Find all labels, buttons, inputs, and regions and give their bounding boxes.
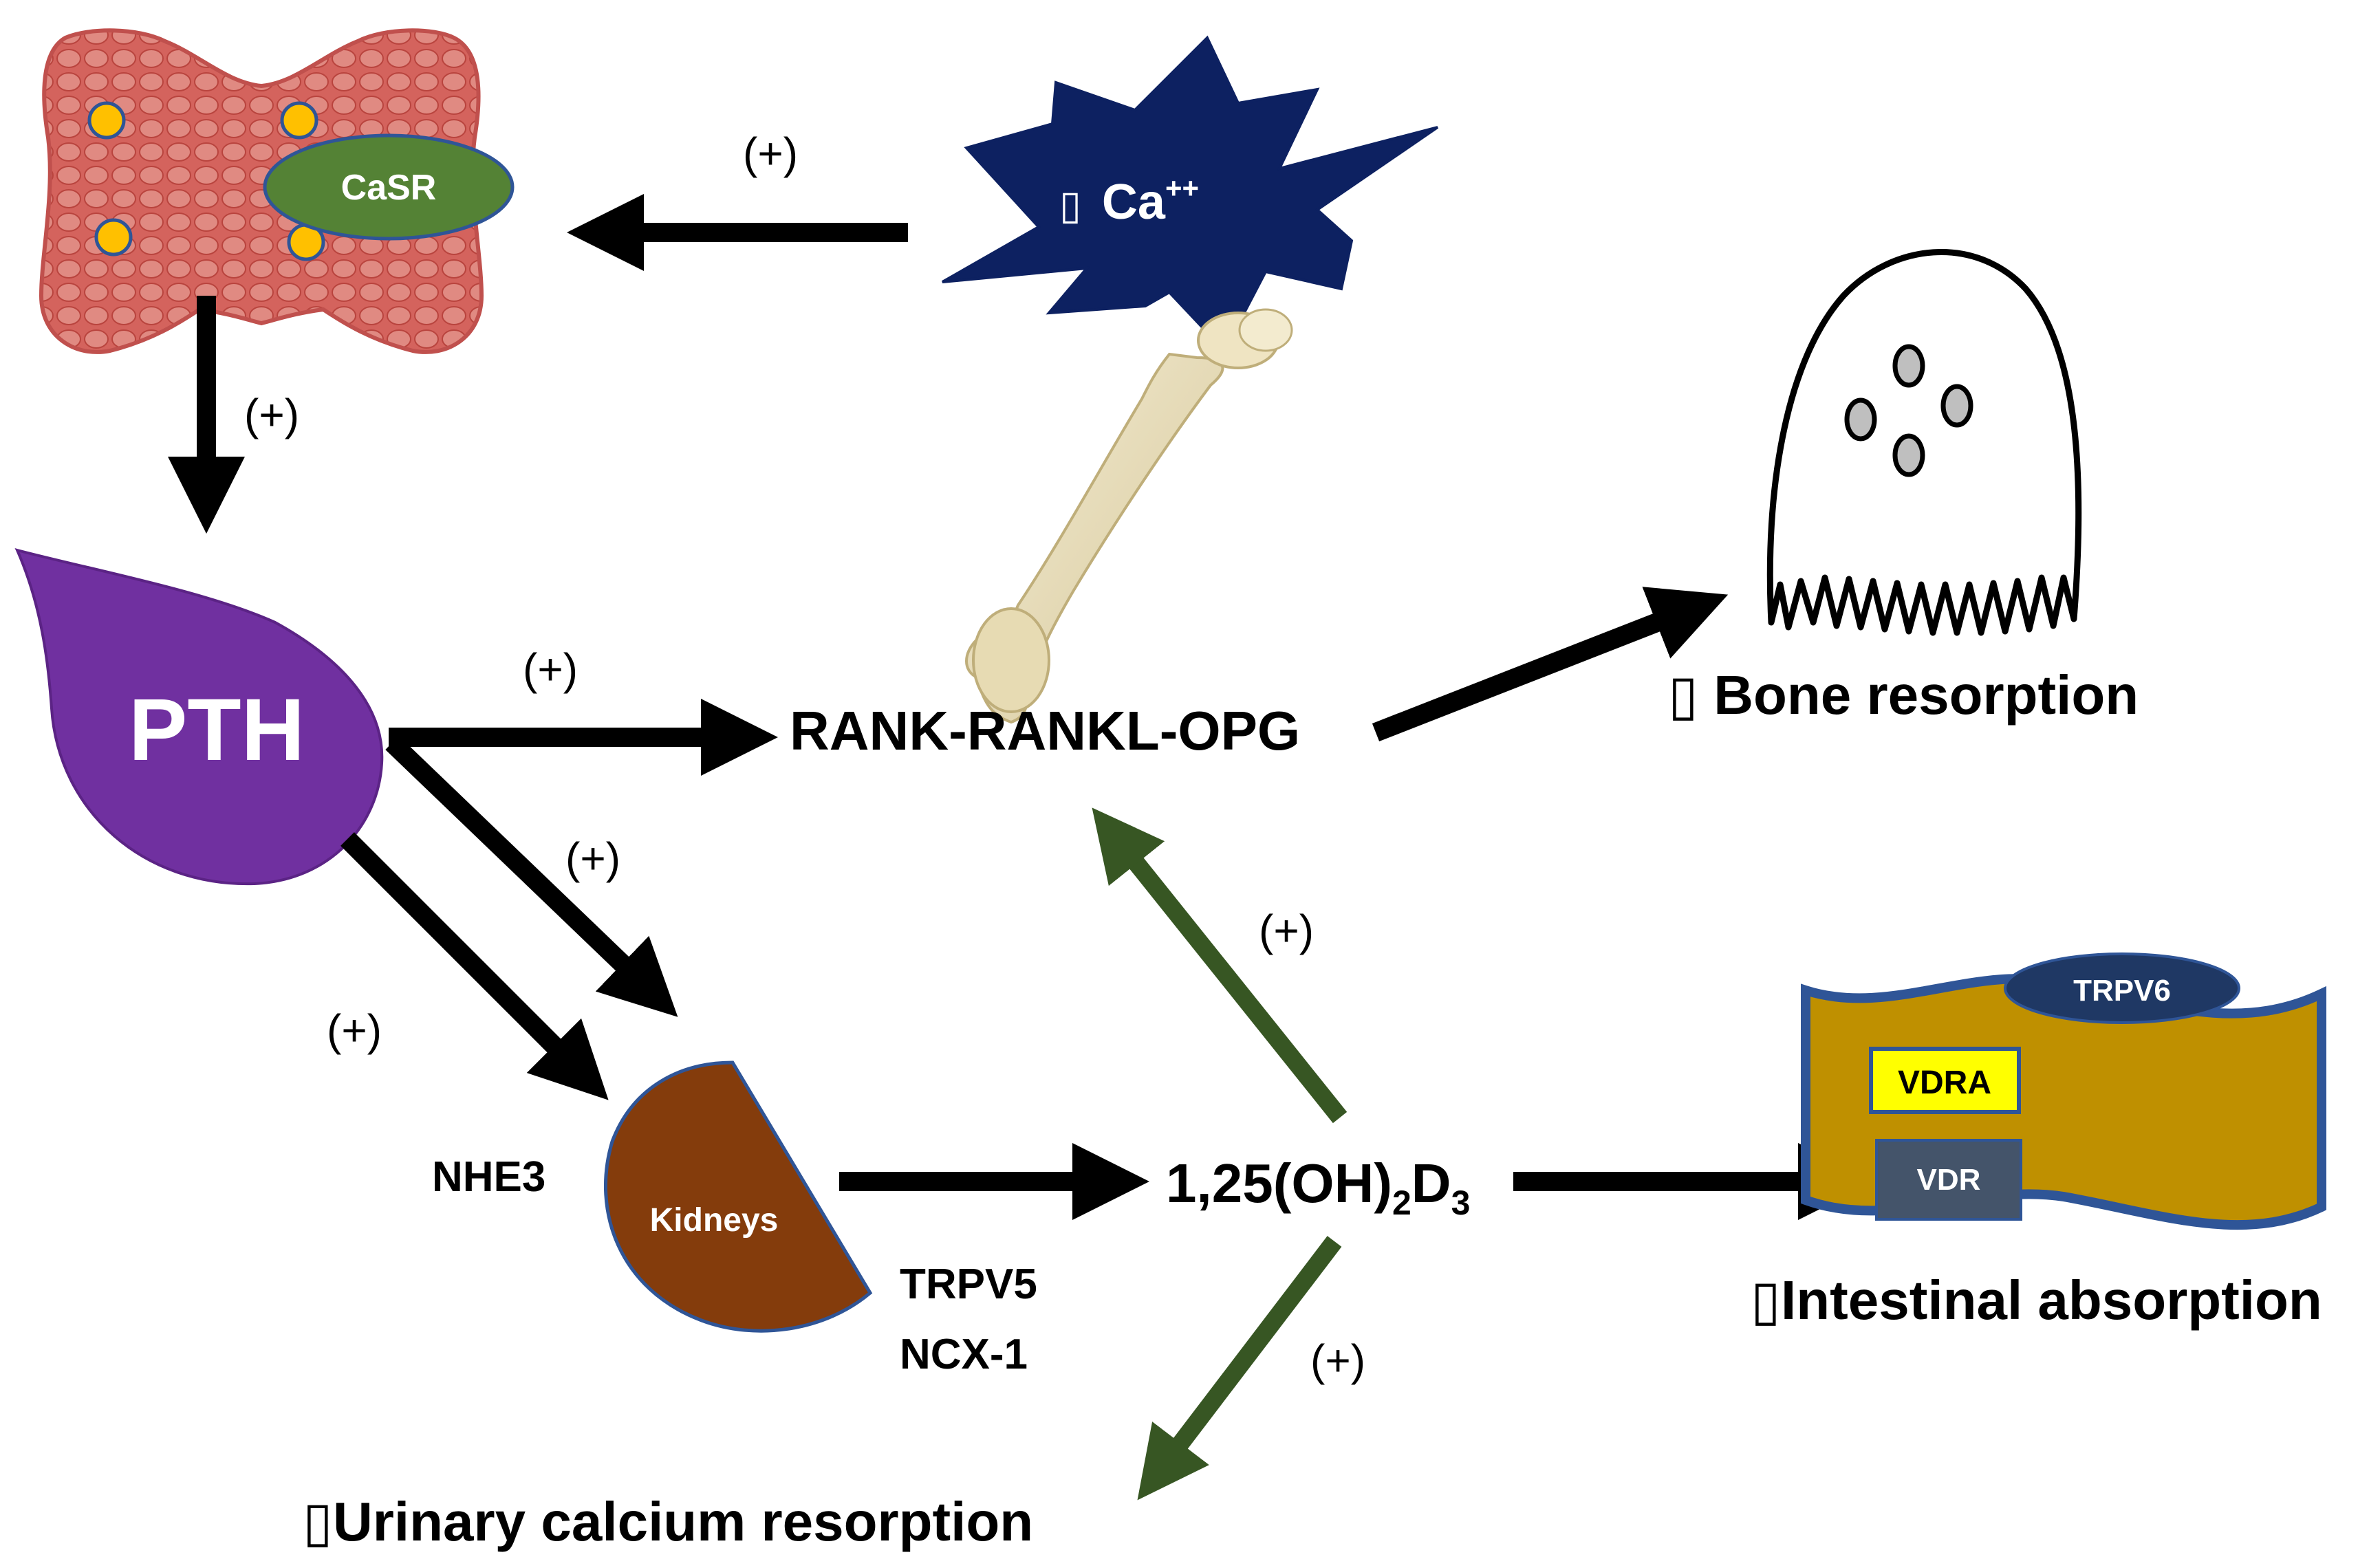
vdra-box xyxy=(1869,1047,2021,1114)
bone-image xyxy=(965,308,1293,724)
parathyroid-dot-2 xyxy=(280,101,318,140)
bone-resorption-label: ▯ Bone resorption xyxy=(1668,664,2139,726)
intestine-cell: TRPV6 VDRA VDR xyxy=(1801,952,2326,1230)
sign-vitd-to-urinary: (+) xyxy=(1310,1336,1365,1385)
parathyroid-dot-3 xyxy=(94,218,133,257)
osteoclast-cell xyxy=(1766,249,2082,636)
sign-pth-to-rank: (+) xyxy=(523,644,578,694)
sign-thyroid-to-pth: (+) xyxy=(244,390,299,439)
osteoclast-nucleus-4 xyxy=(1892,433,1925,477)
vdr-label: VDR xyxy=(1917,1163,1981,1197)
arrow-pth-to-kidneys-lower xyxy=(340,832,609,1100)
intestinal-absorption-label: ▯Intestinal absorption xyxy=(1751,1270,2322,1331)
trpv5-label: TRPV5 xyxy=(900,1261,1037,1308)
osteoclast-nucleus-2 xyxy=(1844,398,1877,442)
kidney-shape xyxy=(603,1060,873,1333)
kidneys-label: Kidneys xyxy=(650,1202,779,1239)
arrow-vitd-to-urinary xyxy=(1137,1236,1342,1501)
bone-knob xyxy=(1238,308,1293,352)
vitamin-d-label: 1,25(OH)2D3 xyxy=(1166,1153,1470,1222)
sign-pth-to-kidneys-upper: (+) xyxy=(565,834,620,883)
sign-pth-to-kidneys-lower: (+) xyxy=(327,1005,382,1055)
arrow-rank-to-osteoclast xyxy=(1372,587,1729,742)
kidneys-node: Kidneys xyxy=(603,1060,873,1333)
casr-label: CaSR xyxy=(341,168,437,208)
vdra-label: VDRA xyxy=(1898,1065,1991,1101)
calcium-starburst: ▯Ca++ xyxy=(942,35,1439,353)
osteoclast-outline xyxy=(1766,249,2082,636)
osteoclast-nucleus-3 xyxy=(1940,384,1973,428)
trpv6-channel xyxy=(2004,952,2240,1024)
calcium-label: ▯Ca++ xyxy=(1059,172,1199,230)
nhe3-label: NHE3 xyxy=(432,1153,545,1201)
thyroid-gland: CaSR xyxy=(39,28,515,354)
rank-label: RANK-RANKL-OPG xyxy=(790,700,1300,761)
osteoclast-nucleus-1 xyxy=(1892,344,1925,388)
calcium-star-shape xyxy=(942,35,1439,353)
parathyroid-dot-1 xyxy=(87,101,126,140)
pth-shape xyxy=(14,548,384,886)
sign-calcium-to-casr: (+) xyxy=(743,129,798,178)
pth-node: PTH xyxy=(14,548,384,886)
sign-vitd-to-rank: (+) xyxy=(1259,906,1314,955)
arrow-vitd-to-rank xyxy=(1092,807,1348,1124)
arrow-pth-to-kidneys-upper xyxy=(385,735,678,1017)
thyroid-shape xyxy=(39,28,484,354)
pth-label: PTH xyxy=(129,681,305,779)
urinary-resorption-label: ▯Urinary calcium resorption xyxy=(303,1491,1033,1552)
ncx1-label: NCX-1 xyxy=(900,1331,1028,1378)
vdr-box xyxy=(1875,1139,2022,1221)
trpv6-label: TRPV6 xyxy=(2073,974,2171,1008)
casr-receptor xyxy=(263,133,515,241)
bone-condyle xyxy=(972,607,1050,713)
